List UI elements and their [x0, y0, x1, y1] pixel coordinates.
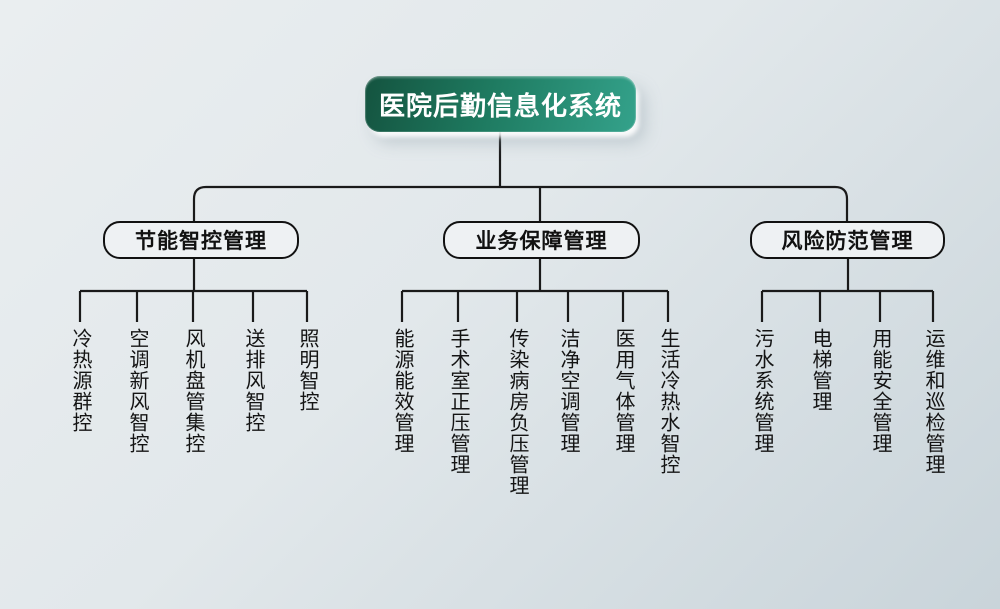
branch-node-label: 业务保障管理	[475, 230, 608, 253]
leaf-node: 空调新风智控	[126, 328, 148, 454]
leaf-node: 污水系统管理	[751, 328, 773, 454]
branch-node-risk-prevention: 风险防范管理	[750, 221, 945, 259]
root-node: 医院后勤信息化系统	[365, 76, 636, 132]
branch1-leaf-drops	[78, 291, 309, 322]
leaf-node: 能源能效管理	[391, 328, 413, 454]
leaf-node: 冷热源群控	[69, 328, 91, 433]
branch-node-label: 节能智控管理	[135, 230, 267, 253]
leaf-node: 用能安全管理	[869, 328, 891, 454]
leaf-node: 运维和巡检管理	[922, 328, 944, 475]
branch-node-energy-control: 节能智控管理	[103, 221, 299, 259]
leaf-node: 风机盘管集控	[182, 328, 204, 454]
leaf-node: 手术室正压管理	[447, 328, 469, 475]
leaf-node: 传染病房负压管理	[506, 328, 528, 496]
branch3-leaf-drops	[760, 291, 935, 322]
leaf-node: 医用气体管理	[612, 328, 634, 454]
leaf-node: 生活冷热水智控	[657, 328, 679, 475]
leaf-node: 洁净空调管理	[557, 328, 579, 454]
leaf-node: 电梯管理	[809, 328, 831, 412]
branch2-leaf-drops	[400, 291, 670, 322]
main-rail-line	[192, 185, 849, 221]
branch-node-label: 风险防范管理	[781, 230, 914, 253]
leaf-node: 照明智控	[296, 328, 318, 412]
branch-node-service-support: 业务保障管理	[443, 221, 640, 259]
root-node-label: 医院后勤信息化系统	[378, 90, 622, 121]
leaf-node: 送排风智控	[242, 328, 264, 433]
